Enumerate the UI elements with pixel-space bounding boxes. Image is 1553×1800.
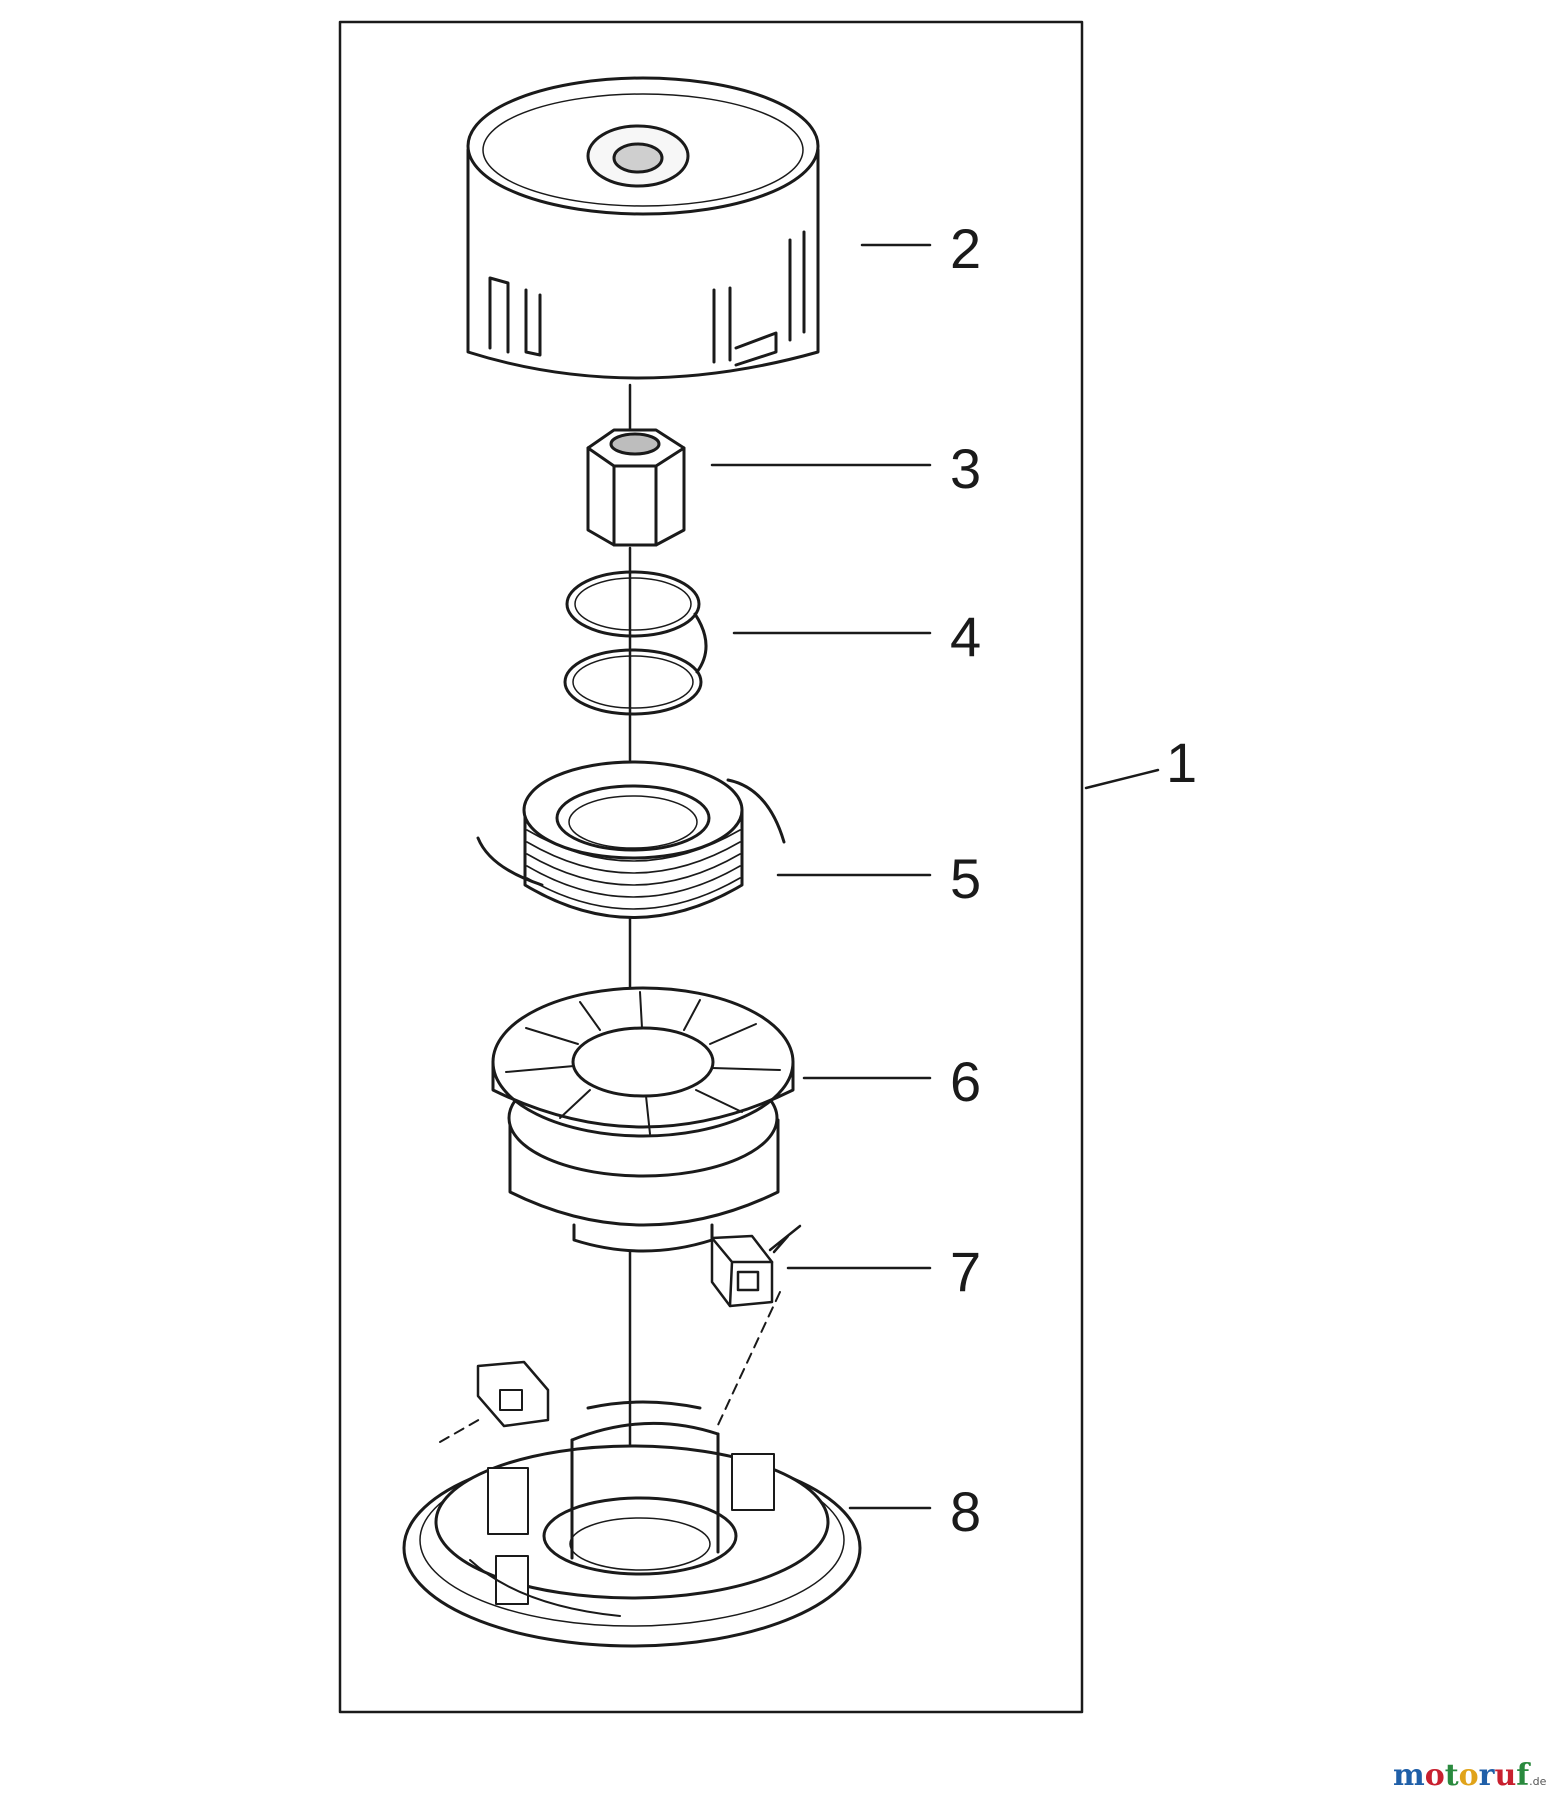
watermark-letter: t: [1445, 1758, 1459, 1793]
watermark-letter: u: [1494, 1758, 1516, 1793]
svg-text:motoruf.de: motoruf.de: [1393, 1758, 1547, 1793]
part-6-inner-spool: [491, 986, 795, 1253]
callout-6: 6: [950, 1050, 981, 1113]
watermark-letter: o: [1459, 1758, 1479, 1793]
callout-8: 8: [950, 1480, 981, 1543]
watermark-letter: r: [1479, 1758, 1496, 1793]
watermark-tld: .de: [1529, 1775, 1546, 1788]
callout-7: 7: [950, 1240, 981, 1303]
callout-1: 1: [1166, 731, 1197, 794]
callout-2: 2: [950, 217, 981, 280]
part-5-line-spool: [476, 760, 786, 919]
assembly-frame: [338, 20, 1084, 1714]
watermark-letter: f: [1516, 1758, 1531, 1793]
part-4-spring: [563, 570, 708, 716]
part-3-hex-nut: [586, 428, 686, 547]
callout-5: 5: [950, 847, 981, 910]
watermark-letter: m: [1393, 1758, 1425, 1793]
clip-assembly-guides: [439, 1291, 781, 1443]
watermark-logo: motoruf.de: [1393, 1758, 1547, 1793]
part-7-eyelet-clip: [710, 1224, 802, 1308]
callout-4: 4: [950, 605, 981, 668]
part-8-base-housing: [402, 1360, 862, 1648]
leader-line-1: [1084, 768, 1160, 790]
part-2-cover-cap: [466, 76, 820, 380]
leader-lines: [710, 243, 1160, 1510]
watermark-letter: o: [1425, 1758, 1445, 1793]
callout-3: 3: [950, 437, 981, 500]
